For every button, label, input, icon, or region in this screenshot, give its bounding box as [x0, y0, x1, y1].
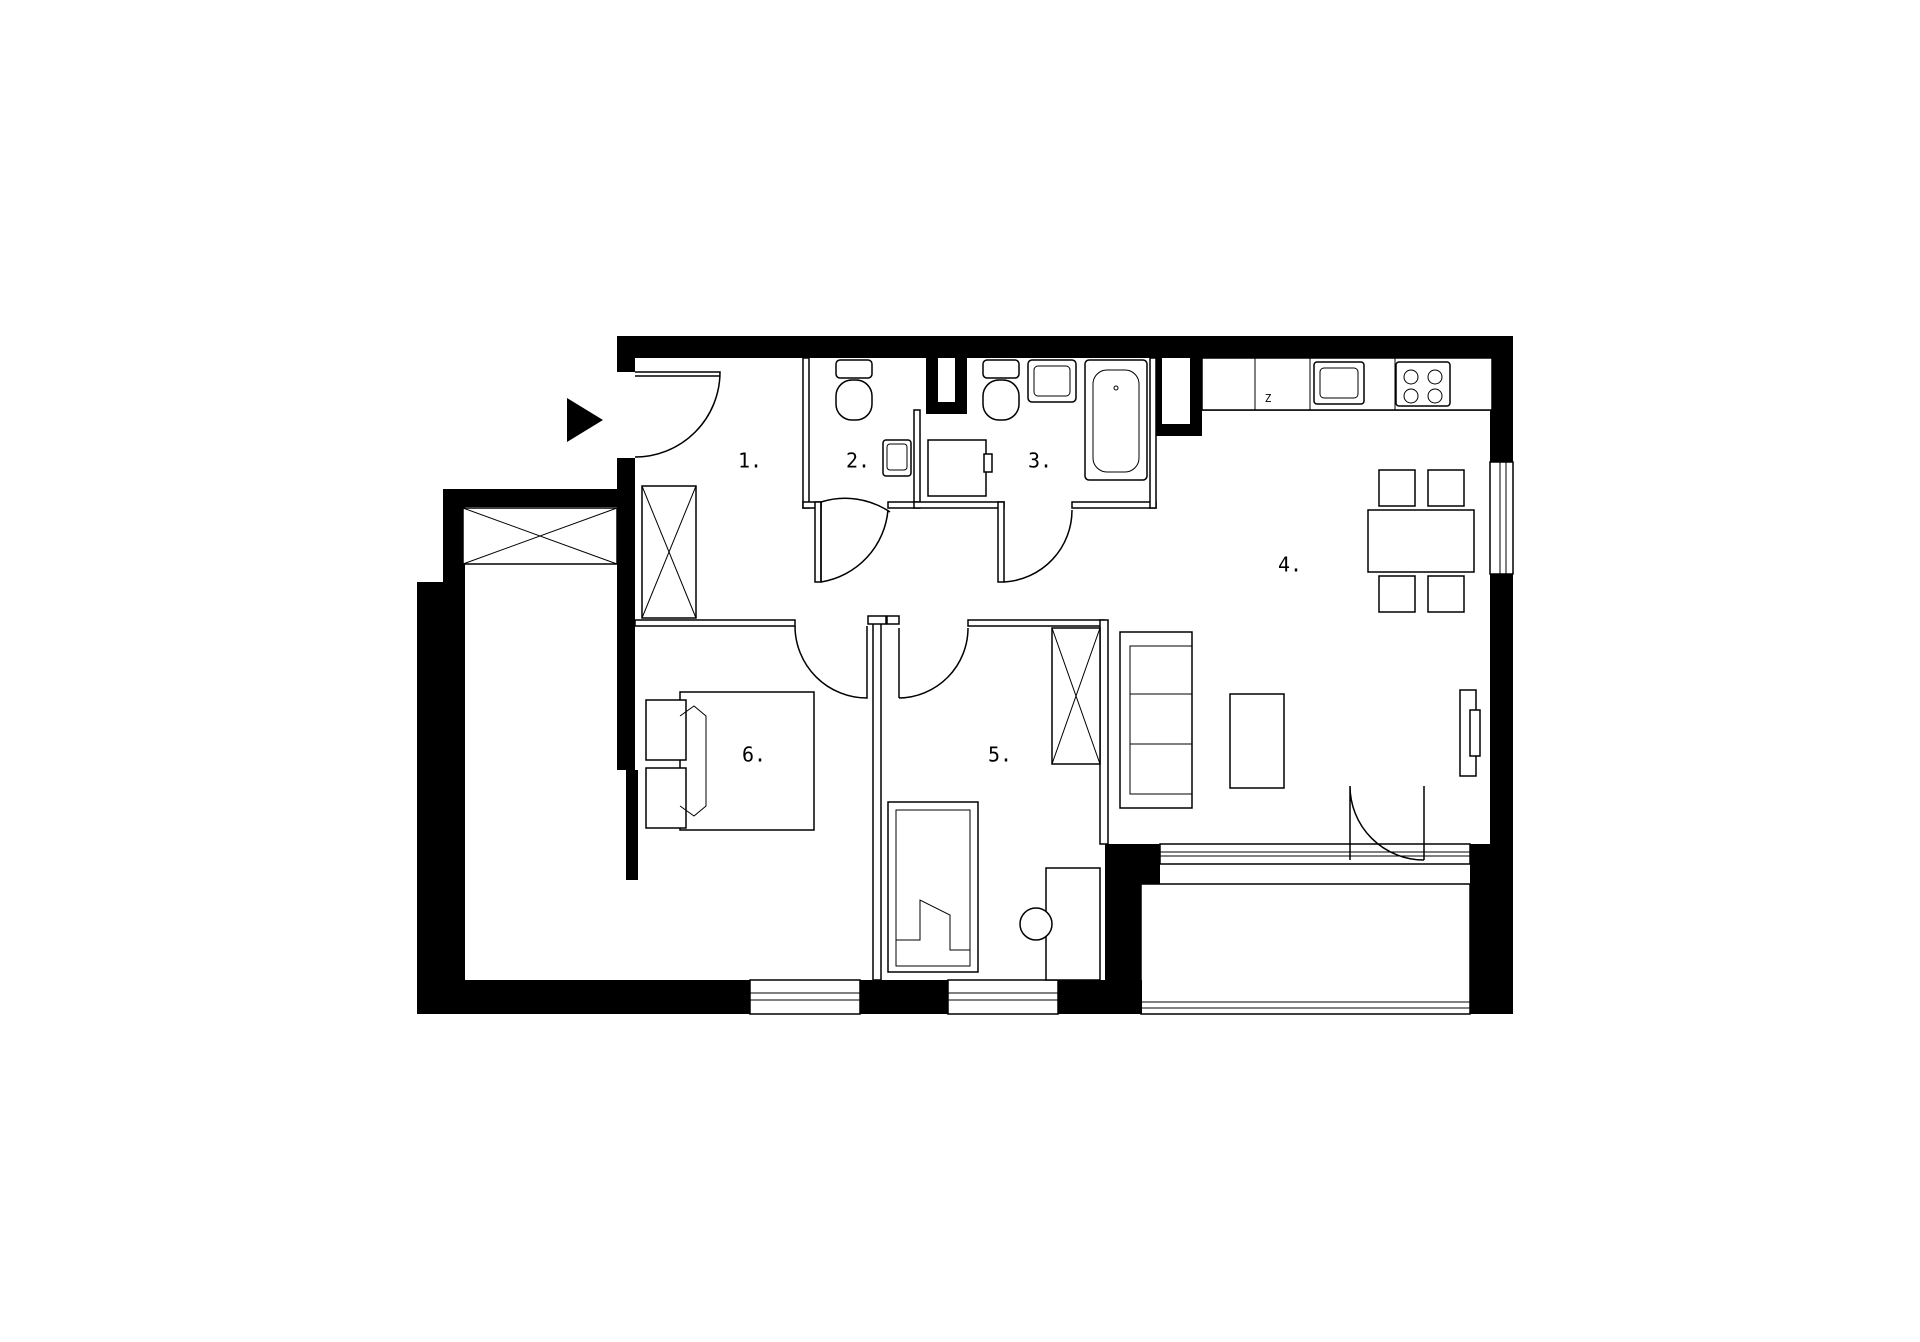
cooktop-icon: [1395, 361, 1451, 407]
shaft-a-bottom: [926, 402, 967, 414]
hall-left-wall: [617, 470, 635, 770]
bath-sink-icon: [1027, 359, 1077, 403]
bath-door-swing: [1003, 509, 1073, 583]
balcony-door-swing: [1349, 785, 1425, 861]
outer-left-wall: [417, 582, 443, 1014]
bathroom-fixtures: [927, 359, 1148, 497]
top-wall: [617, 336, 1513, 358]
toilet-tank-icon: [835, 359, 873, 379]
wc-door-swing: [820, 497, 891, 582]
bathtub-icon: [1084, 359, 1148, 481]
balcony-door-glazing: [1159, 843, 1471, 865]
room-label-living-kitchen: 4.: [1278, 553, 1302, 577]
coffee-table-icon: [1229, 693, 1285, 789]
storage-closet: [443, 489, 618, 600]
balcony-corner: [1105, 844, 1160, 884]
shaft-a-left: [926, 356, 938, 414]
window-bedroom5: [947, 979, 1059, 1015]
bath-right-wall: [1149, 357, 1157, 509]
room-labels: 1. 2. 3. 4. 5. 6.: [738, 449, 1302, 767]
room-label-bedroom-small: 5.: [988, 743, 1012, 767]
right-wall-return: [1470, 844, 1513, 1014]
shaft-b-right: [1190, 356, 1202, 434]
balcony: [1140, 883, 1471, 1015]
entrance-door-swing: [634, 371, 721, 458]
dining-set: [1367, 469, 1475, 613]
wc-bath-divider: [913, 409, 921, 507]
bedroom6-furniture: [641, 485, 815, 831]
kitchen-sink-icon: [1313, 361, 1365, 405]
single-bed-icon: [887, 801, 979, 973]
bedroom5-right-wall: [1099, 619, 1109, 845]
room-label-hall: 1.: [738, 449, 762, 473]
sofa-icon: [1119, 631, 1193, 809]
wc-fixtures: [835, 359, 912, 477]
toilet-bowl-icon: [982, 379, 1020, 421]
kitchen-fixtures: Z: [1201, 357, 1493, 411]
bedroom6-top-wall: [634, 619, 796, 627]
entrance-arrow-icon: [567, 398, 603, 442]
right-wall-upper: [1490, 336, 1513, 462]
bedroom6-door-swing: [794, 625, 868, 699]
kitchen-z-mark: Z: [1265, 392, 1272, 405]
window-living-right: [1489, 461, 1514, 575]
bedroom5-furniture: [887, 627, 1101, 981]
toilet-bowl-icon: [835, 379, 873, 421]
nightstand-icon: [645, 699, 687, 761]
chair-icon: [1378, 575, 1416, 613]
chair-icon: [1378, 469, 1416, 507]
nightstand-icon: [645, 767, 687, 829]
living-furniture: [1119, 631, 1481, 809]
bedroom5-door-swing: [898, 627, 969, 699]
room-label-wc: 2.: [846, 449, 870, 473]
chair-icon: [1427, 575, 1465, 613]
desk-icon: [1045, 867, 1101, 981]
dining-table-icon: [1367, 509, 1475, 573]
chair-icon: [1427, 469, 1465, 507]
shaft-a-right: [955, 356, 967, 414]
shaft-b-bottom: [1150, 424, 1202, 436]
window-bedroom6: [749, 979, 861, 1015]
bedroom-divider: [872, 619, 882, 981]
desk-chair-icon: [1019, 907, 1053, 941]
bedroom5-top-wall: [967, 619, 1105, 627]
doors: [634, 371, 1425, 861]
bottom-wall-left: [417, 980, 750, 1014]
entrance-wall-stub-top: [617, 336, 635, 372]
room-label-bathroom: 3.: [1028, 449, 1052, 473]
bath-bottom-wall-left: [913, 501, 1005, 509]
washing-machine-icon: [927, 439, 987, 497]
double-bed-icon: [679, 691, 815, 831]
bath-bottom-wall-right: [1071, 501, 1157, 509]
left-wall: [443, 489, 465, 1014]
wc-sink-icon: [882, 439, 912, 477]
left-wall-upper: [443, 489, 463, 603]
room-label-bedroom-main: 6.: [742, 743, 766, 767]
toilet-tank-icon: [982, 359, 1020, 379]
entrance-wall-stub-bottom: [617, 458, 635, 476]
wc-left-wall: [802, 357, 810, 509]
windows: [749, 461, 1514, 1015]
hall-left-wall-lower: [626, 770, 638, 880]
bottom-wall-mid: [860, 980, 948, 1014]
